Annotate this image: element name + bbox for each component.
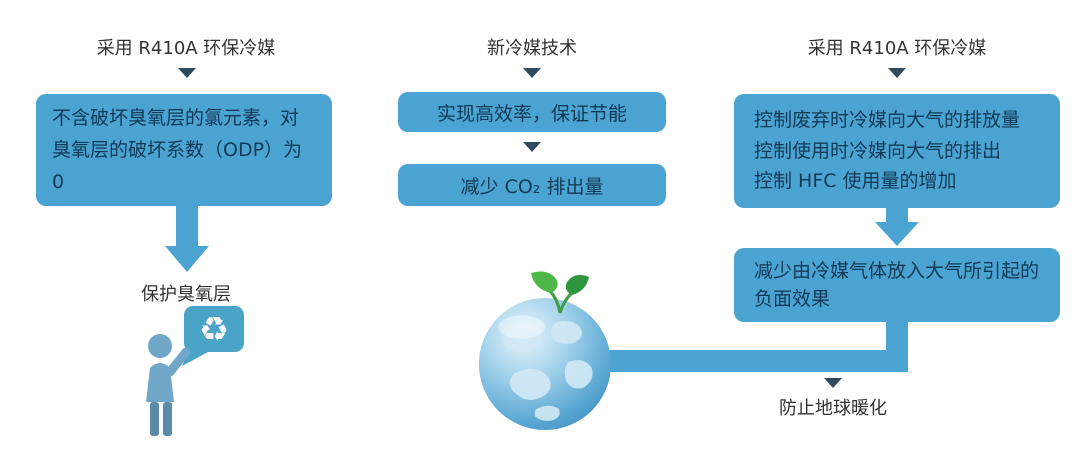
down-arrow-stem [886, 208, 908, 224]
person-head [148, 334, 172, 358]
right-box-reduce: 减少由冷媒气体放入大气所引起的负面效果 [734, 248, 1060, 322]
left-column-title: 采用 R410A 环保冷媒 [96, 38, 276, 59]
right-box-control: 控制废弃时冷媒向大气的排放量 控制使用时冷媒向大气的排出 控制 HFC 使用量的… [734, 94, 1060, 208]
down-triangle-icon [178, 68, 196, 78]
right-box-control-line: 控制废弃时冷媒向大气的排放量 [754, 109, 1021, 132]
recycle-icon: ♻ [199, 310, 229, 350]
speech-bubble [184, 306, 244, 352]
middle-box-efficiency: 实现高效率，保证节能 [398, 92, 666, 132]
middle-box-co2-text: 减少 CO₂ 排出量 [460, 175, 604, 198]
middle-column-title: 新冷媒技术 [487, 38, 577, 59]
down-triangle-icon [523, 142, 541, 152]
person-recycle-icon: ♻ [146, 306, 244, 436]
down-arrow-icon [165, 246, 209, 272]
person-leg [150, 402, 159, 436]
down-arrow-stem [176, 204, 198, 248]
down-triangle-icon [523, 68, 541, 78]
right-box-control-line: 控制使用时冷媒向大气的排出 [754, 139, 1002, 162]
right-box-reduce-text: 减少由冷媒气体放入大气所引起的负面效果 [754, 259, 1040, 311]
left-box-ozone: 不含破坏臭氧层的氯元素，对臭氧层的破坏系数（ODP）为 0 [36, 94, 332, 206]
right-column-title: 采用 R410A 环保冷媒 [807, 38, 987, 59]
middle-box-efficiency-text: 实现高效率，保证节能 [436, 102, 627, 125]
right-box-control-line: 控制 HFC 使用量的增加 [754, 170, 957, 193]
globe-highlight [498, 315, 545, 339]
down-triangle-icon [888, 68, 906, 78]
left-box-ozone-text: 不含破坏臭氧层的氯元素，对臭氧层的破坏系数（ODP）为 0 [52, 106, 303, 194]
earth-globe-icon [478, 297, 612, 431]
right-result-label: 防止地球暖化 [779, 398, 887, 419]
down-arrow-icon [875, 222, 919, 246]
leaf-sprout-icon [531, 271, 589, 314]
person-arm [165, 347, 191, 377]
person-leg [163, 402, 172, 436]
middle-box-co2: 减少 CO₂ 排出量 [398, 164, 666, 206]
down-triangle-icon [824, 378, 842, 388]
globe-continents [503, 321, 593, 421]
horizontal-connector-bar [592, 350, 908, 372]
left-result-label: 保护臭氧层 [141, 284, 231, 305]
